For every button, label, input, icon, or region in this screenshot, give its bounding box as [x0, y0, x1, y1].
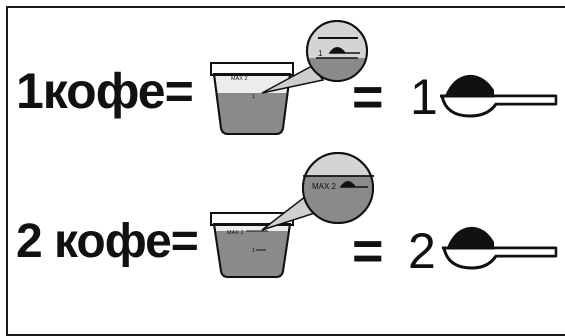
- row2-spoon-count: 2: [408, 223, 436, 279]
- row1-magnifier-callout-icon: 1: [261, 20, 368, 94]
- row1-equals-sign: =: [352, 67, 384, 127]
- row2-zoom-mark: MAX 2: [312, 182, 337, 191]
- row1-zoom-mark: 1: [318, 49, 323, 58]
- row2-coffee-spoon-icon: [442, 226, 558, 270]
- illustration-layer: MAX 2 1 1 MAX 2 1 MAX 2: [210, 20, 558, 278]
- row2-label: 2 кофе=: [16, 215, 199, 268]
- row1-cup-max-mark: MAX 2: [231, 76, 248, 82]
- row2-equals-sign: =: [352, 221, 384, 281]
- row1-coffee-spoon-icon: [440, 74, 558, 118]
- row2-magnifier-callout-icon: MAX 2: [261, 152, 374, 231]
- row1-spoon-count: 1: [410, 69, 438, 125]
- row2-cup-max-mark: MAX 2: [227, 230, 244, 236]
- row2-cup-one-mark: 1: [252, 248, 255, 254]
- row1-cup-one-mark: 1: [252, 94, 255, 100]
- row1-measuring-cup-icon: MAX 2 1: [210, 62, 294, 135]
- row1-label: 1кофе=: [16, 63, 194, 119]
